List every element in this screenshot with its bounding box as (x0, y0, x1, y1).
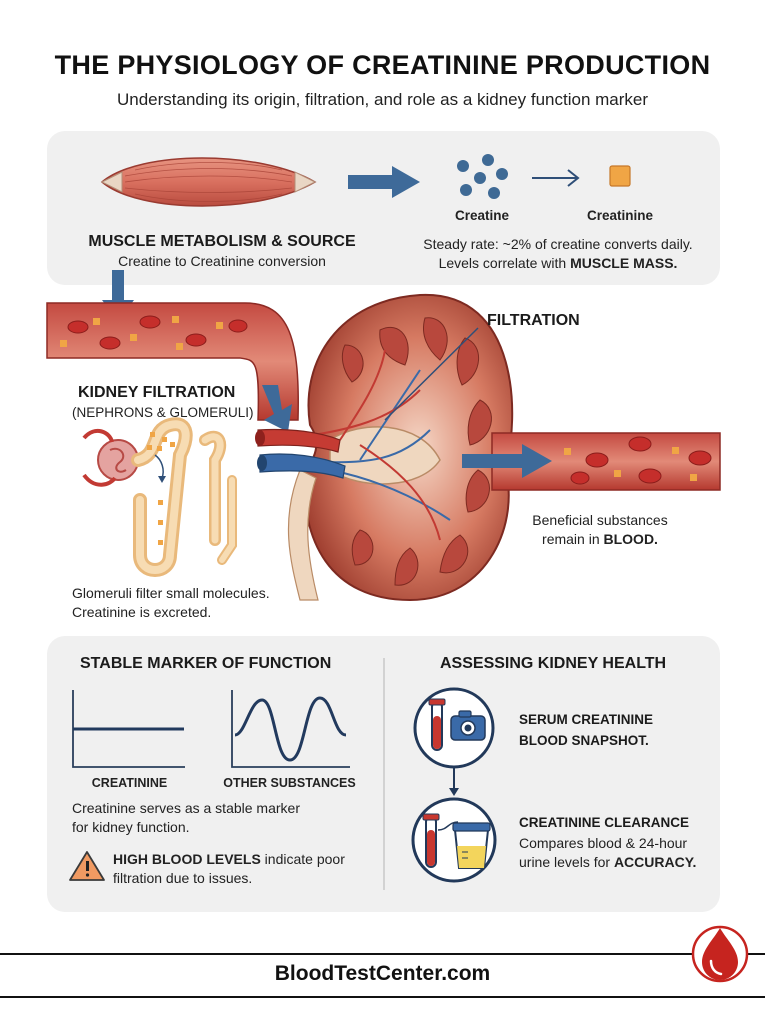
blood-note-line-2: remain in BLOOD. (520, 530, 680, 549)
rate-text: Steady rate: ~2% of creatine converts da… (400, 235, 716, 273)
line-graph-icon (72, 690, 185, 768)
arrow-icon (262, 385, 292, 432)
blood-drop-logo-icon (691, 925, 749, 983)
warning-rest: indicate poor (260, 851, 345, 867)
kidney-heading: KIDNEY FILTRATION (78, 384, 236, 401)
rate-line-2-prefix: Levels correlate with (438, 255, 571, 271)
test-tube-icon (422, 813, 440, 868)
warning-line-2: filtration due to issues. (113, 870, 253, 886)
warning-text: HIGH BLOOD LEVELS indicate poor filtrati… (113, 850, 345, 888)
arrow-icon (462, 444, 552, 478)
clearance-line-2-bold: ACCURACY. (613, 854, 697, 870)
line-graph-icon (231, 690, 350, 768)
glomeruli-note: Glomeruli filter small molecules. Creati… (72, 584, 270, 622)
serum-line-1: SERUM CREATININE (519, 712, 654, 727)
footer-brand: BloodTestCenter.com (274, 962, 491, 985)
blood-note-line-1: Beneficial substances (532, 512, 668, 528)
renal-vein-icon (259, 453, 346, 479)
glomeruli-note-line-2: Creatinine is excreted. (72, 604, 212, 620)
page-subtitle: Understanding its origin, filtration, an… (116, 90, 649, 109)
urine-cup-icon (452, 822, 491, 869)
warning-icon (69, 851, 105, 881)
warning-bold: HIGH BLOOD LEVELS (113, 851, 261, 867)
creatine-label: Creatine (454, 208, 510, 223)
renal-artery-icon (257, 428, 341, 453)
clearance-line-2: urine levels for ACCURACY. (519, 853, 696, 872)
arrow-icon (532, 169, 580, 187)
clearance-line-1: Compares blood & 24-hour (519, 835, 688, 851)
clearance-title: CREATININE CLEARANCE (519, 815, 690, 830)
clearance-line-2-prefix: urine levels for (519, 854, 614, 870)
blood-note-line-2-prefix: remain in (542, 531, 604, 547)
stable-description: Creatinine serves as a stable marker for… (72, 799, 300, 837)
warning-line-1: HIGH BLOOD LEVELS indicate poor (113, 850, 345, 869)
rate-line-2: Levels correlate with MUSCLE MASS. (400, 254, 716, 273)
creatinine-particle-icon (60, 316, 223, 350)
arrow-icon (348, 166, 420, 198)
blood-note-line-2-bold: BLOOD. (603, 531, 658, 547)
creatinine-label: Creatinine (586, 208, 654, 223)
camera-icon (450, 710, 486, 741)
nephron-icon (82, 417, 237, 577)
stable-heading: STABLE MARKER OF FUNCTION (80, 655, 332, 672)
serum-test-icon (413, 687, 495, 769)
footer-rule-bottom (0, 996, 765, 998)
filtration-label: FILTRATION (487, 312, 580, 329)
filtration-pointer (384, 327, 479, 421)
serum-line-2: BLOOD SNAPSHOT. (519, 733, 649, 748)
creatinine-particle-icon (564, 447, 697, 481)
muscle-icon (100, 157, 317, 207)
graph-label-creatinine: CREATININE (91, 776, 168, 790)
creatinine-particle-icon (147, 432, 175, 545)
stable-description-line-2: for kidney function. (72, 819, 190, 835)
muscle-subheading: Creatine to Creatinine conversion (118, 253, 326, 269)
assess-heading: ASSESSING KIDNEY HEALTH (440, 655, 667, 672)
creatinine-square-icon (609, 165, 631, 187)
test-tube-icon (428, 698, 446, 751)
molecule-icon (457, 154, 508, 199)
stable-description-line-1: Creatinine serves as a stable marker (72, 800, 300, 816)
footer-rule-top (0, 953, 765, 955)
blood-note: Beneficial substances remain in BLOOD. (520, 511, 680, 549)
rate-line-1: Steady rate: ~2% of creatine converts da… (423, 236, 693, 252)
muscle-heading: MUSCLE METABOLISM & SOURCE (88, 233, 356, 250)
flow-arrow (449, 767, 459, 796)
page-title: THE PHYSIOLOGY OF CREATININE PRODUCTION (54, 50, 711, 80)
clearance-text: Compares blood & 24-hour urine levels fo… (519, 834, 696, 872)
graph-label-other: OTHER SUBSTANCES (223, 776, 356, 790)
clearance-test-icon (411, 797, 497, 883)
kidney-subheading: (NEPHRONS & GLOMERULI) (72, 405, 254, 420)
red-blood-cell-icon (570, 436, 712, 485)
red-blood-cell-icon (67, 315, 248, 350)
glomeruli-note-line-1: Glomeruli filter small molecules. (72, 585, 270, 601)
serum-text: SERUM CREATININE BLOOD SNAPSHOT. (519, 709, 653, 751)
vein-opening (257, 455, 267, 471)
rate-line-2-bold: MUSCLE MASS. (570, 255, 678, 271)
artery-opening (255, 430, 265, 446)
